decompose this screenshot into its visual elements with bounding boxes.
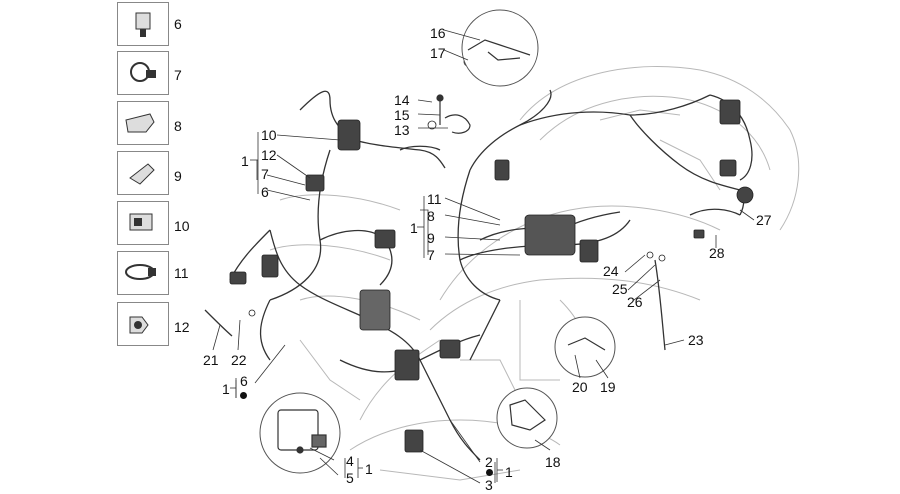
legend-number-9: 9 <box>174 168 182 184</box>
legend-box-11 <box>117 251 169 295</box>
legend-number-6: 6 <box>174 16 182 32</box>
callout-13: 13 <box>394 122 410 138</box>
rubber-boot-icon <box>125 113 155 133</box>
legend-number-8: 8 <box>174 118 182 134</box>
callout-1: 1 <box>241 153 249 169</box>
clamp-detail <box>436 94 471 134</box>
callout-18: 18 <box>545 454 561 470</box>
callout-6c: 6 <box>240 373 248 389</box>
legend-box-12 <box>117 302 169 346</box>
connector-clip-icon <box>135 12 151 37</box>
callout-1e: 1 <box>505 464 513 480</box>
callout-8: 8 <box>427 208 435 224</box>
legend-box-7 <box>117 51 169 95</box>
callout-25: 25 <box>612 281 628 297</box>
callout-5: 5 <box>346 470 354 486</box>
callout-22: 22 <box>231 352 247 368</box>
callout-14: 14 <box>394 92 410 108</box>
callout-4: 4 <box>346 453 354 469</box>
callout-1d: 1 <box>365 461 373 477</box>
callout-1c: 1 <box>222 381 230 397</box>
callout-3: 3 <box>485 477 493 493</box>
callout-1b: 1 <box>410 220 418 236</box>
callout-26: 26 <box>627 294 643 310</box>
callout-10: 10 <box>261 127 277 143</box>
legend-box-9 <box>117 151 169 195</box>
legend-box-8 <box>117 101 169 145</box>
mounting-clip-icon <box>129 316 149 334</box>
bullet-marker-2 <box>486 469 493 476</box>
callout-7: 7 <box>261 166 269 182</box>
legend-number-11: 11 <box>174 265 189 281</box>
callout-27: 27 <box>756 212 772 228</box>
connectors <box>229 57 754 453</box>
callout-9: 9 <box>427 230 435 246</box>
detail-contents <box>277 39 606 454</box>
terminal-cover-icon <box>129 163 155 185</box>
legend-number-10: 10 <box>174 218 190 234</box>
callout-17: 17 <box>430 45 446 61</box>
legend-number-7: 7 <box>174 67 182 83</box>
leader-lines <box>212 29 755 484</box>
callout-19: 19 <box>600 379 616 395</box>
callout-7b: 7 <box>427 247 435 263</box>
cable-tie-icon <box>125 264 156 280</box>
legend-box-6 <box>117 2 169 46</box>
callout-12: 12 <box>261 147 277 163</box>
callout-28: 28 <box>709 245 725 261</box>
legend-number-12: 12 <box>174 319 190 335</box>
cable-clamp-icon <box>130 62 156 82</box>
callout-6: 6 <box>261 184 269 200</box>
legend-box-10 <box>117 201 169 245</box>
bullet-marker <box>240 392 247 399</box>
callout-24: 24 <box>603 263 619 279</box>
callout-11: 11 <box>427 191 442 207</box>
callout-2: 2 <box>485 454 493 470</box>
callout-15: 15 <box>394 107 410 123</box>
callout-23: 23 <box>688 332 704 348</box>
callout-20: 20 <box>572 379 588 395</box>
wire-clip-icon <box>129 213 153 231</box>
callout-16: 16 <box>430 25 446 41</box>
callout-21: 21 <box>203 352 219 368</box>
